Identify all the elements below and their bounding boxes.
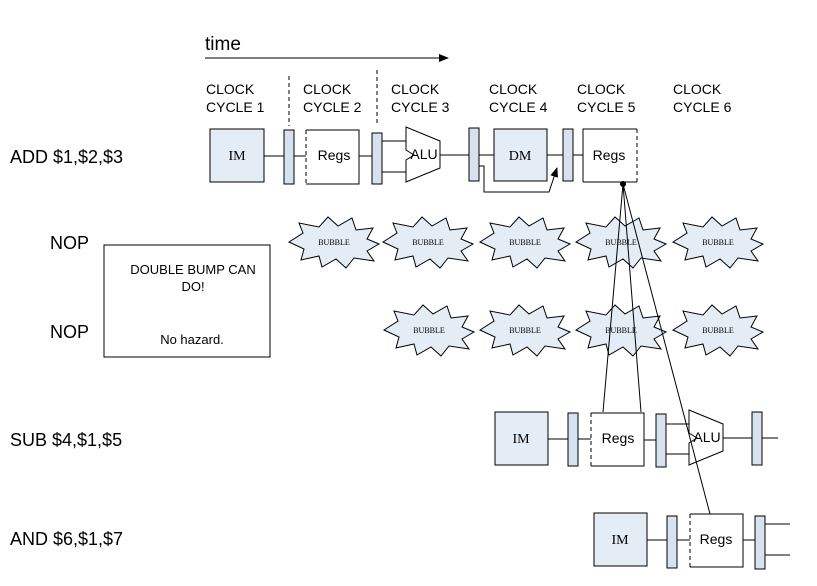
bubble-label: BUBBLE [605,326,637,335]
regs-stage: Regs [305,129,360,185]
svg-text:CYCLE 6: CYCLE 6 [673,99,732,115]
svg-text:CLOCK: CLOCK [489,81,538,97]
svg-text:CLOCK: CLOCK [673,81,722,97]
bubble-label: BUBBLE [509,238,541,247]
and-pipeline-row: IM Regs [593,512,790,570]
bubble-label: BUBBLE [413,326,445,335]
regs-stage: Regs [590,412,645,467]
instruction-nop-1: NOP [50,233,89,253]
forward-line-sub [622,183,642,413]
bubble-5: BUBBLE [671,216,765,269]
note-line-2: DO! [181,279,204,294]
regs-label: Regs [318,147,351,163]
forward-line-and [622,183,711,515]
clock-cycle-header-4: CLOCK CYCLE 4 [489,81,548,115]
bubble-1: BUBBLE [287,216,381,269]
alu-label: ALU [410,146,437,162]
instruction-add: ADD $1,$2,$3 [10,147,123,167]
clock-cycle-header-2: CLOCK CYCLE 2 [303,81,362,115]
pipeline-latch [666,515,678,569]
pipeline-latch [754,515,766,570]
bubble-row-2: BUBBLE BUBBLE BUBBLE BUBBLE [382,304,765,357]
note-line-3: No hazard. [160,332,224,347]
alu-label: ALU [693,429,720,445]
note-line-1: DOUBLE BUMP CAN [130,262,255,277]
svg-text:CLOCK: CLOCK [577,81,626,97]
bubble-3: BUBBLE [478,216,572,269]
pipeline-latch [655,413,667,468]
regs-label: Regs [602,430,635,446]
clock-cycle-header-1: CLOCK CYCLE 1 [206,81,265,115]
bubble-label: BUBBLE [318,238,350,247]
bubble-2: BUBBLE [381,216,475,269]
bubble-4: BUBBLE [574,216,668,269]
bubble-label: BUBBLE [509,326,541,335]
bubble-7: BUBBLE [478,304,572,357]
note-box: DOUBLE BUMP CAN DO! No hazard. [103,244,271,358]
instruction-and: AND $6,$1,$7 [10,529,123,549]
alu-stage [688,409,724,466]
bubble-6: BUBBLE [382,304,476,357]
im-stage [494,411,549,466]
pipeline-latch [751,411,763,466]
pipeline-latch [283,129,295,185]
bubble-9: BUBBLE [671,304,765,357]
svg-text:CLOCK: CLOCK [303,81,352,97]
pipeline-latch [468,127,480,182]
svg-text:CYCLE 1: CYCLE 1 [206,99,265,115]
im-label: IM [228,149,246,164]
bubble-label: BUBBLE [605,238,637,247]
svg-text:CYCLE 3: CYCLE 3 [391,99,450,115]
bubble-label: BUBBLE [412,238,444,247]
im-label: IM [512,432,530,447]
add-pipeline-row: IM Regs ALU DM Regs [209,126,638,193]
clock-cycle-header-5: CLOCK CYCLE 5 [577,81,636,115]
bypass-arrow [479,165,558,193]
bubble-row-1: BUBBLE BUBBLE BUBBLE BUBBLE BUBBLE [287,216,765,269]
bubble-label: BUBBLE [702,238,734,247]
svg-text:CYCLE 2: CYCLE 2 [303,99,362,115]
dm-label: DM [509,149,532,164]
pipeline-latch [562,128,574,182]
instruction-nop-2: NOP [50,322,89,342]
im-stage [209,128,265,183]
regs-label: Regs [593,147,626,163]
svg-text:CLOCK: CLOCK [206,81,255,97]
clock-cycle-header-6: CLOCK CYCLE 6 [673,81,732,115]
sub-pipeline-row: IM Regs ALU [494,409,778,468]
pipeline-latch [371,132,383,185]
regs-label: Regs [700,531,733,547]
alu-stage [405,126,441,183]
bubble-8: BUBBLE [574,304,668,357]
pipeline-latch [567,412,579,467]
instruction-sub: SUB $4,$1,$5 [10,430,122,450]
time-label: time [205,34,241,55]
regs-stage: Regs [582,128,638,183]
forwarding-lines [602,181,711,515]
svg-text:CYCLE 4: CYCLE 4 [489,99,548,115]
im-label: IM [611,533,629,548]
bubble-label: BUBBLE [702,326,734,335]
forward-line-sub [602,183,624,413]
svg-text:CLOCK: CLOCK [391,81,440,97]
clock-cycle-header-3: CLOCK CYCLE 3 [391,81,450,115]
regs-stage: Regs [689,513,744,568]
im-stage [593,512,648,567]
svg-text:CYCLE 5: CYCLE 5 [577,99,636,115]
